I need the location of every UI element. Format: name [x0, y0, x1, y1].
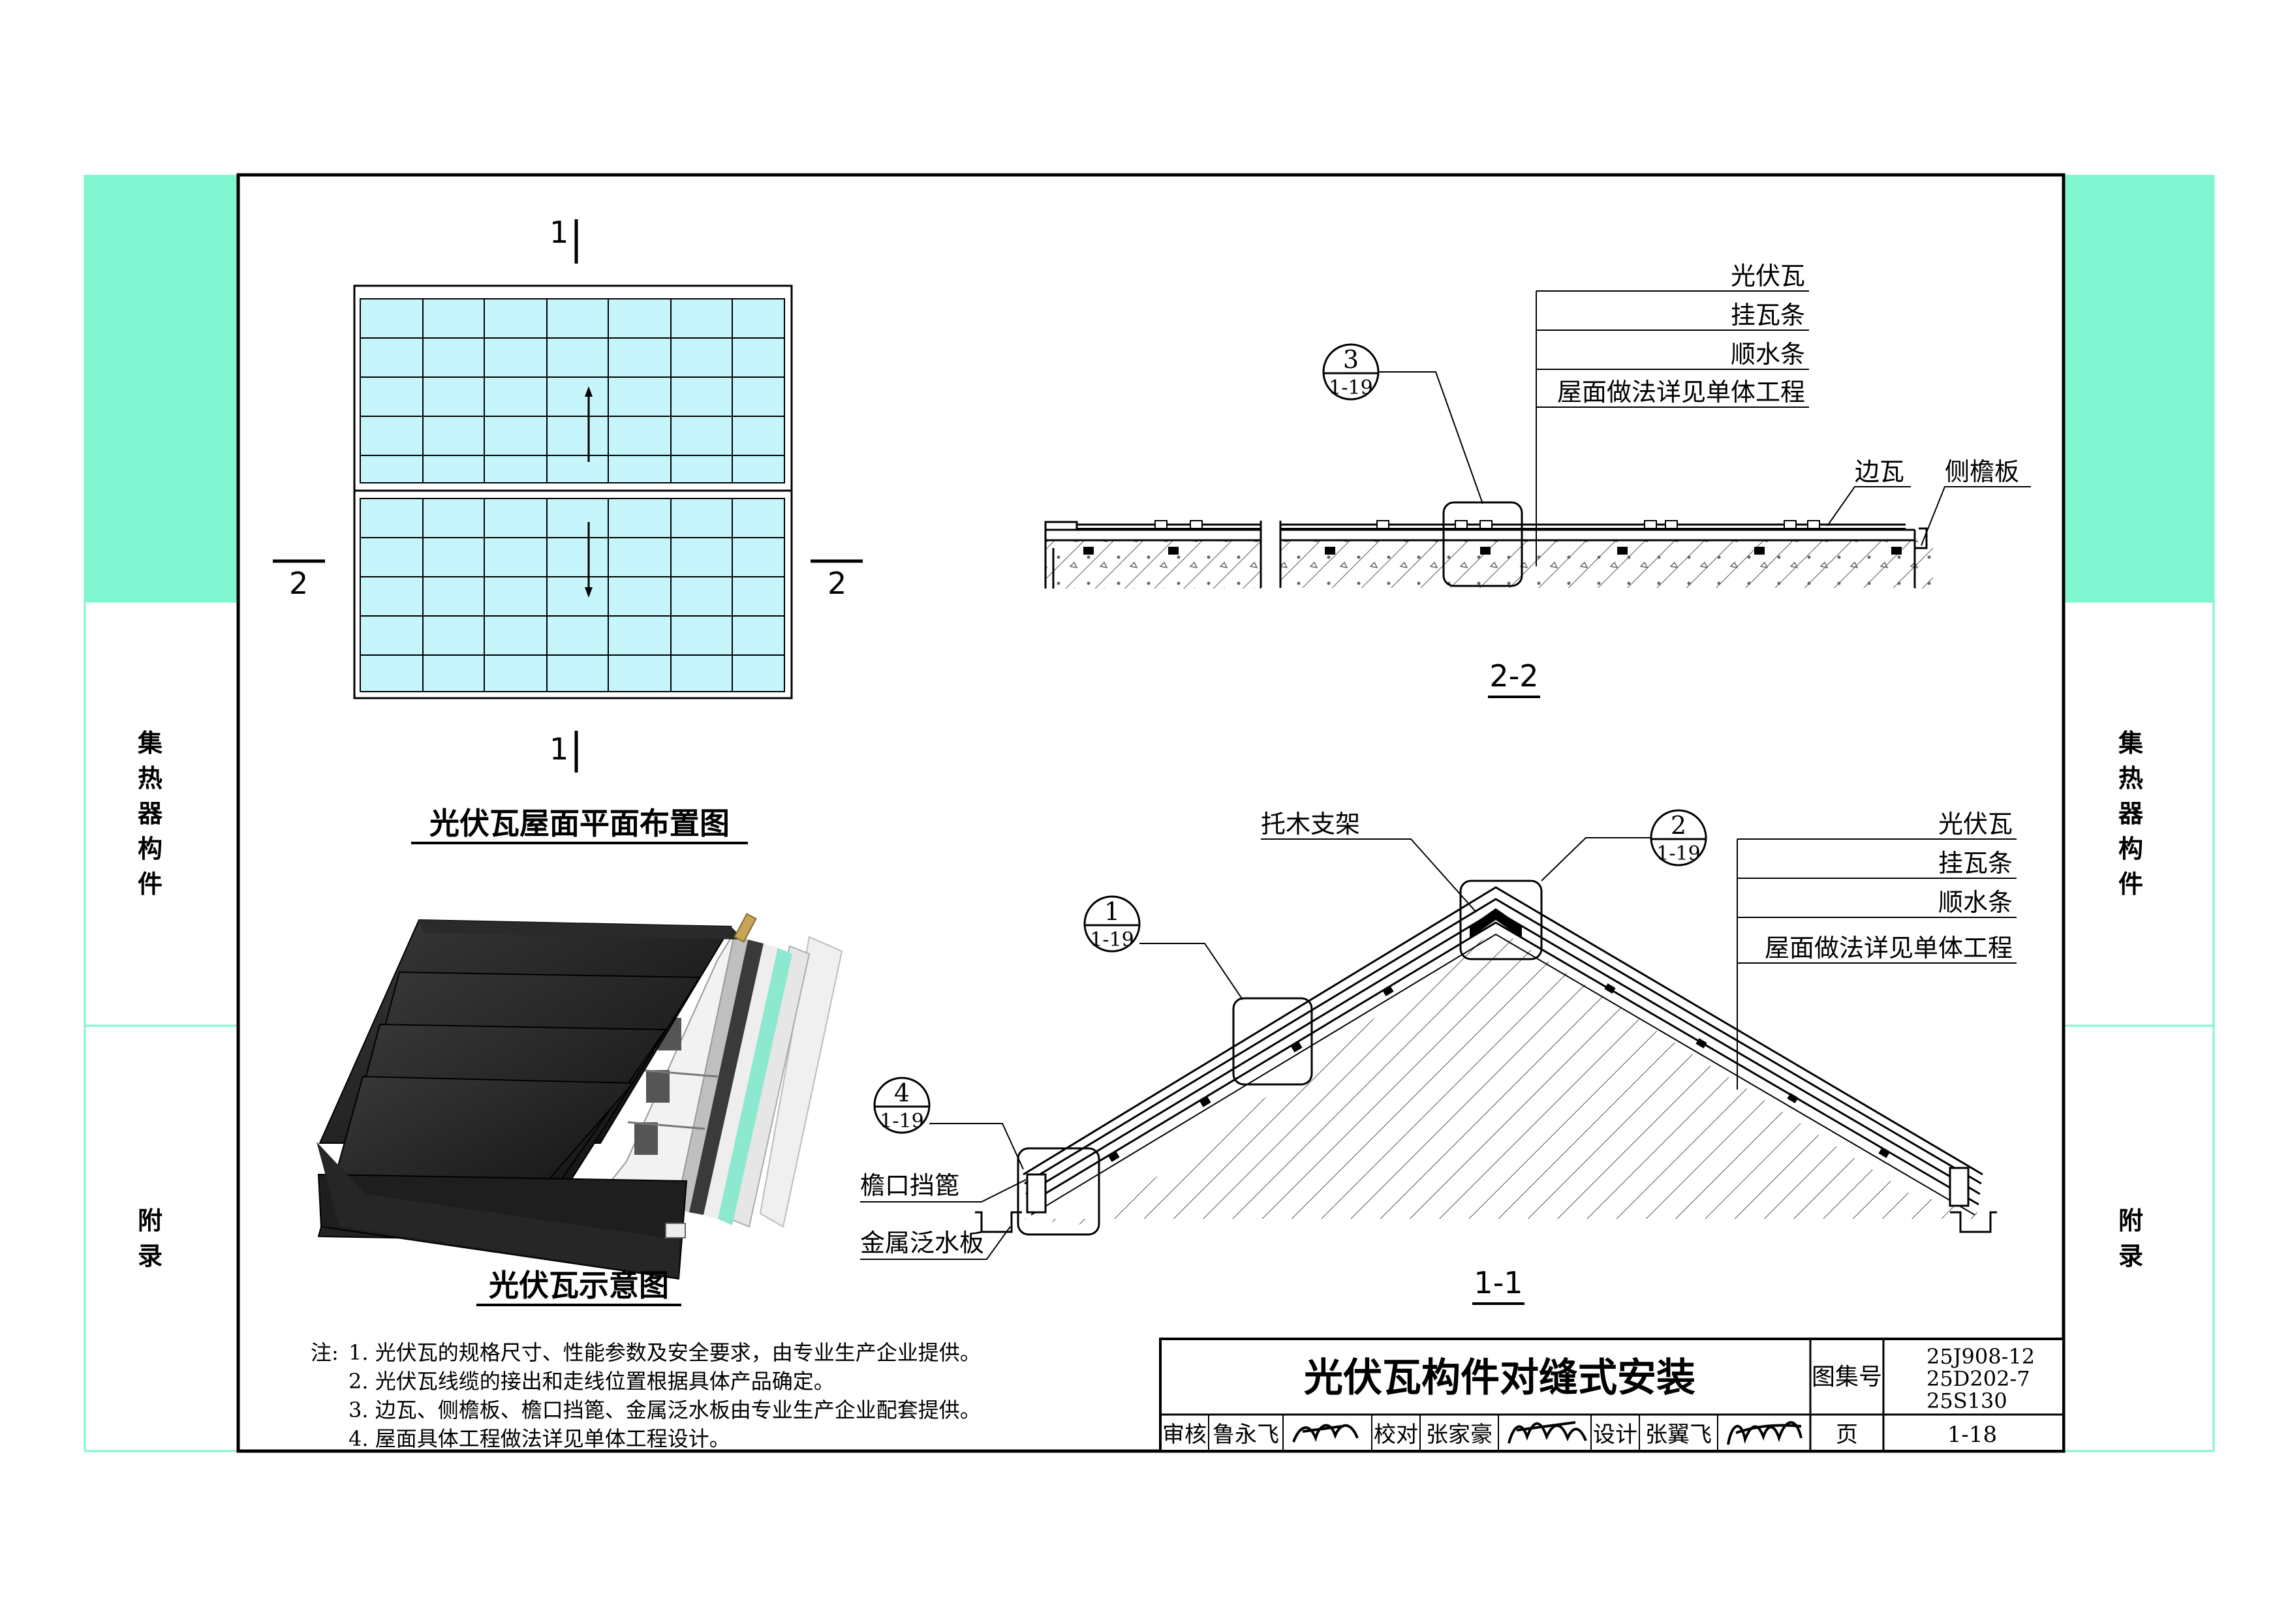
tab-collector[interactable]: 集 热 器 构 件: [85, 602, 215, 1026]
section-2-2: 3 1-19 光伏瓦 挂瓦条 顺水条 屋面做法详见单体工程 边瓦 侧檐板 2-2: [1044, 262, 2031, 698]
tab-char: 录: [137, 1241, 162, 1270]
note-4: 4. 屋面具体工程做法详见单体工程设计。: [348, 1426, 730, 1451]
section11-layer-batten: 挂瓦条: [1938, 849, 2013, 878]
plan-cut-label-1-bottom: 1: [549, 731, 568, 767]
check-signature: [1508, 1421, 1587, 1444]
plan-title: 光伏瓦屋面平面布置图: [429, 806, 730, 841]
atlas-number-3: 25S130: [1926, 1388, 2007, 1413]
plan-cut-label-2-left: 2: [289, 566, 308, 601]
tab-char: 件: [2118, 869, 2143, 898]
tab-bg-active-left: [85, 175, 238, 602]
design-signature: [1727, 1421, 1803, 1445]
tab-appendix[interactable]: 附 录: [85, 1026, 215, 1451]
section22-layer-batten: 挂瓦条: [1731, 301, 1805, 329]
notes: 注: 1. 光伏瓦的规格尺寸、性能参数及安全要求，由专业生产企业提供。 2. 光…: [311, 1340, 981, 1451]
callout-4-ref: 1-19: [880, 1110, 923, 1133]
tab-char: 件: [137, 869, 162, 898]
support-label: 托木支架: [1261, 810, 1360, 838]
drawing-title: 光伏瓦构件对缝式安装: [1304, 1355, 1695, 1401]
render-title: 光伏瓦示意图: [489, 1268, 669, 1303]
tab-char: 器: [137, 799, 162, 828]
tab-char: 集: [2118, 728, 2143, 758]
tab-char: 录: [2118, 1241, 2143, 1270]
note-2: 2. 光伏瓦线缆的接出和走线位置根据具体产品确定。: [348, 1369, 835, 1394]
pv-panel-top: [360, 298, 785, 483]
design-label: 设计: [1593, 1422, 1637, 1448]
note-1: 1. 光伏瓦的规格尺寸、性能参数及安全要求，由专业生产企业提供。: [348, 1340, 981, 1365]
plan-cut-label-2-right: 2: [828, 566, 846, 601]
callout-3-num: 3: [1343, 345, 1359, 374]
tab-char: 热: [2118, 763, 2143, 793]
page-number: 1-18: [1947, 1422, 1997, 1448]
atlas-number-2: 25D202-7: [1926, 1366, 2030, 1391]
title-block: 光伏瓦构件对缝式安装 图集号 25J908-12 25D202-7 25S130…: [1159, 1338, 2065, 1452]
sheet-frame: [236, 173, 2066, 1453]
tab-char: 构: [137, 834, 162, 863]
section22-layer-pv-tile: 光伏瓦: [1731, 262, 1805, 290]
flashing-label: 金属泛水板: [860, 1229, 984, 1257]
notes-prefix: 注:: [311, 1340, 339, 1365]
review-name: 鲁永飞: [1213, 1422, 1279, 1448]
note-3: 3. 边瓦、侧檐板、檐口挡篦、金属泛水板由专业生产企业配套提供。: [348, 1398, 981, 1422]
pv-panel-bottom: [360, 498, 785, 692]
edge-tile-label: 边瓦: [1855, 457, 1904, 486]
pv-tile-render: 光伏瓦示意图: [317, 913, 843, 1306]
section-1-1: 1 1-19 2 1-19 4 1-19 托木支架 光伏瓦 挂瓦条 顺水条 屋面…: [860, 809, 2017, 1305]
tab-collector-right[interactable]: 集 热 器 构 件: [2056, 602, 2206, 1026]
side-eave-label: 侧檐板: [1945, 457, 2019, 486]
section11-layer-pv-tile: 光伏瓦: [1938, 810, 2013, 838]
tab-char: 附: [2118, 1206, 2143, 1235]
tab-char: 器: [2118, 799, 2143, 828]
section11-layer-counter-batten: 顺水条: [1938, 888, 2013, 917]
page-label: 页: [1836, 1422, 1858, 1448]
callout-2-ref: 1-19: [1656, 842, 1700, 865]
plan-cut-label-1-top: 1: [549, 215, 568, 250]
check-name: 张家豪: [1426, 1422, 1493, 1448]
section-1-1-label: 1-1: [1474, 1265, 1523, 1300]
callout-3-ref: 1-19: [1329, 376, 1372, 399]
tab-char: 附: [137, 1206, 162, 1235]
tab-char: 集: [137, 728, 162, 758]
callout-2-num: 2: [1671, 811, 1686, 840]
tab-appendix-right[interactable]: 附 录: [2056, 1026, 2206, 1451]
plan-view: 1 1 2 2 光伏瓦屋面平面布置图: [273, 215, 863, 844]
callout-1-ref: 1-19: [1090, 928, 1134, 951]
eave-grille-label: 檐口挡篦: [860, 1171, 959, 1200]
atlas-label: 图集号: [1812, 1364, 1882, 1390]
tab-char: 热: [137, 763, 162, 793]
design-name: 张翼飞: [1645, 1422, 1712, 1448]
callout-4-num: 4: [894, 1079, 910, 1107]
tab-char: 构: [2118, 834, 2143, 863]
check-label: 校对: [1374, 1422, 1418, 1448]
atlas-number-1: 25J908-12: [1926, 1344, 2035, 1369]
section11-layer-roof: 屋面做法详见单体工程: [1765, 934, 2013, 962]
tab-bg-active-right: [2064, 175, 2214, 602]
section-2-2-label: 2-2: [1489, 658, 1538, 694]
side-tab-backgrounds: [84, 175, 2215, 1452]
review-label: 审核: [1162, 1422, 1207, 1448]
review-signature: [1292, 1424, 1359, 1443]
section22-layer-counter-batten: 顺水条: [1731, 340, 1805, 369]
callout-1-num: 1: [1104, 897, 1120, 926]
section22-layer-roof: 屋面做法详见单体工程: [1557, 378, 1805, 406]
